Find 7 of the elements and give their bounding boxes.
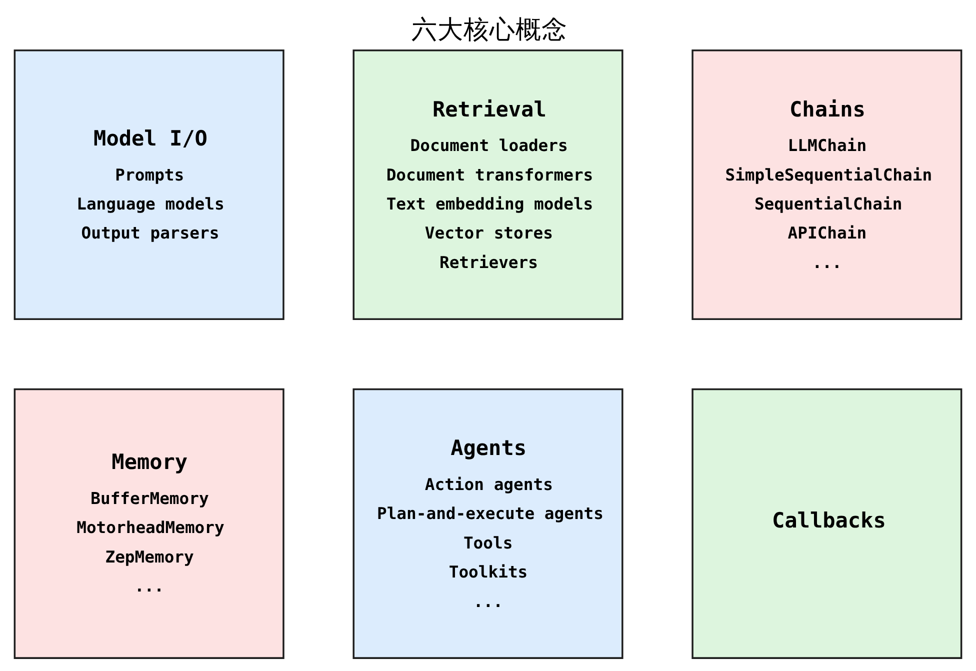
node-box: Agents Action agents Plan-and-execute agents Tools Toolkits ...	[352, 388, 624, 659]
node-box: Retrieval Document loaders Document transformers Text embedding models Vector stores Retrievers	[352, 49, 624, 320]
node-box: Callbacks	[692, 388, 962, 659]
diagram-title: 六大核心概念	[411, 15, 568, 46]
node-box: Memory BufferMemory MotorheadMemory ZepMemory ...	[14, 388, 284, 659]
node-box: Chains LLMChain SimpleSequentialChain SequentialChain APIChain ...	[692, 49, 962, 320]
node-box: Model I/O Prompts Language models Output parsers	[14, 49, 284, 320]
